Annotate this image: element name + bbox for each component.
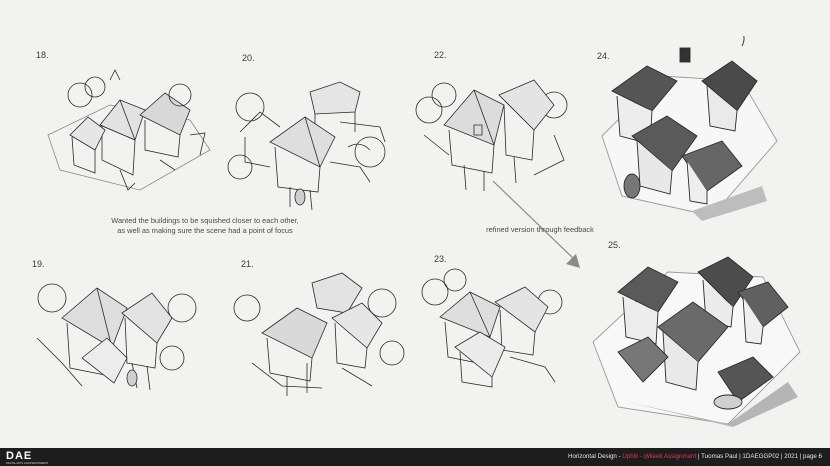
village-sketch-25 bbox=[592, 256, 801, 427]
footer-details: | Tuomas Paul | 1DAEGGP02 | 2021 | page … bbox=[696, 453, 822, 460]
concept-sheet: 18. 20. 22. 24. 19. 21. 23. 25. bbox=[32, 36, 801, 427]
sketch-number-19: 19. bbox=[32, 259, 45, 269]
sketch-number-23: 23. bbox=[434, 254, 447, 264]
footer-assignment: Uphill - qWeek Assignment bbox=[622, 453, 697, 460]
village-sketch-21 bbox=[233, 272, 405, 396]
squish-note: Wanted the buildings to be squished clos… bbox=[95, 216, 315, 236]
sketch-number-20: 20. bbox=[242, 53, 255, 63]
village-sketch-22 bbox=[415, 79, 568, 191]
refined-note: refined version through feedback bbox=[486, 225, 594, 234]
village-sketch-18 bbox=[47, 69, 211, 191]
dae-logo-subtext: DIGITAL ARTS & ENTERTAINMENT bbox=[6, 461, 49, 465]
village-sketch-19 bbox=[36, 283, 197, 391]
sketch-number-22: 22. bbox=[434, 50, 447, 60]
village-sketch-24 bbox=[601, 36, 778, 221]
village-sketch-20 bbox=[227, 81, 386, 211]
dae-logo: DAE DIGITAL ARTS & ENTERTAINMENT bbox=[6, 450, 49, 465]
sketch-number-18: 18. bbox=[36, 50, 49, 60]
village-sketch-23 bbox=[421, 268, 563, 388]
sketch-number-24: 24. bbox=[597, 51, 610, 61]
footer-bar: DAE DIGITAL ARTS & ENTERTAINMENT Horizon… bbox=[0, 448, 830, 466]
squish-note-line-1: Wanted the buildings to be squished clos… bbox=[111, 216, 299, 225]
footer-separator: - bbox=[616, 453, 623, 460]
dae-logo-text: DAE bbox=[6, 450, 32, 462]
squish-note-line-2: as well as making sure the scene had a p… bbox=[117, 226, 293, 235]
feedback-arrow bbox=[492, 180, 580, 268]
sketch-number-25: 25. bbox=[608, 240, 621, 250]
footer-caption: Horizontal Design - Uphill - qWeek Assig… bbox=[568, 453, 822, 460]
sketch-number-21: 21. bbox=[241, 259, 254, 269]
footer-course: Horizontal Design bbox=[568, 453, 617, 460]
